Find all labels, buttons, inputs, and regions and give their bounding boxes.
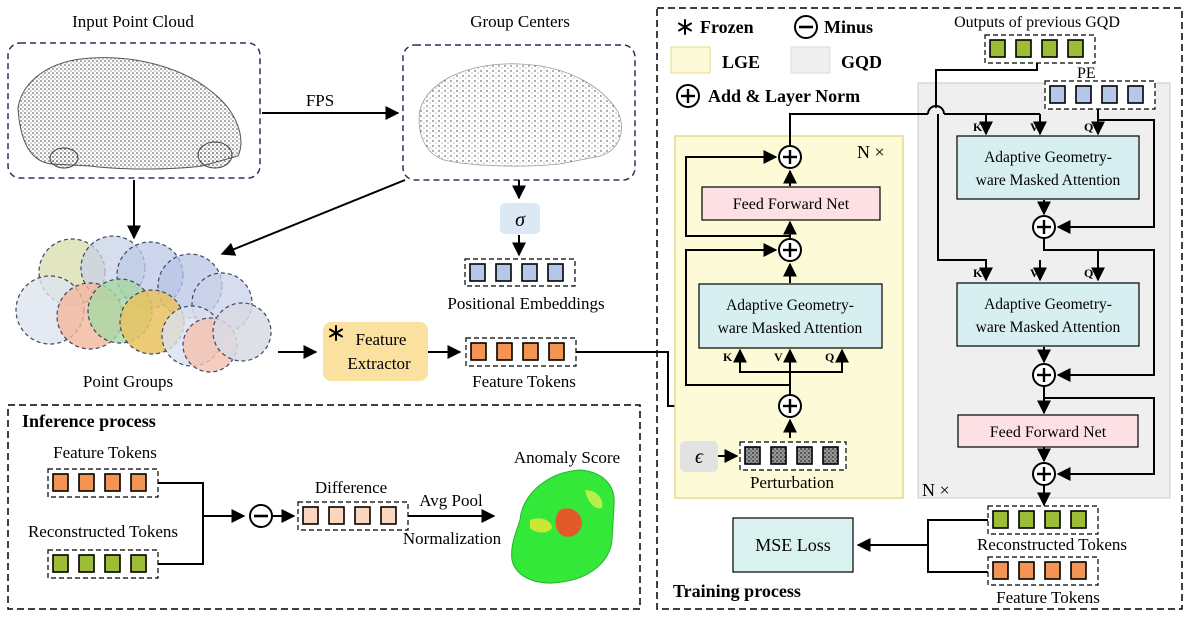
legend-frozen-label: Frozen <box>700 17 754 37</box>
pe-label: PE <box>1077 65 1096 82</box>
gqd-attention-1-label-1: Adaptive Geometry- <box>984 149 1112 166</box>
gqd-n-times-label: N × <box>922 480 950 500</box>
gqd2-v-label: V <box>1030 266 1039 280</box>
legend: Frozen Minus LGE GQD Add & Layer Norm <box>670 15 882 109</box>
legend-gqd-swatch <box>790 46 831 74</box>
gqd1-q-label: Q <box>1084 120 1093 134</box>
perturbation-label: Perturbation <box>750 473 835 492</box>
centers-to-groups-arrow <box>220 179 406 256</box>
lge-attention-label-2: ware Masked Attention <box>718 320 863 337</box>
gqd1-k-label: K <box>973 120 983 134</box>
lge-attention-label-1: Adaptive Geometry- <box>726 297 854 314</box>
pe-tokens <box>1044 80 1156 110</box>
difference-tokens <box>297 501 409 531</box>
mse-loss-label: MSE Loss <box>755 535 831 555</box>
training-recon-tokens <box>987 505 1099 535</box>
fps-label: FPS <box>306 91 334 110</box>
positional-embeddings-tokens <box>464 258 576 287</box>
gqd-feed-forward-label: Feed Forward Net <box>990 424 1107 441</box>
lge-feed-forward-box <box>701 186 881 221</box>
minus-operator-icon <box>249 504 273 528</box>
avg-pool-label: Avg Pool <box>419 491 483 510</box>
gqd-add-1-icon <box>1031 214 1057 240</box>
perturbation-tokens <box>739 441 847 471</box>
inference-recon-tokens <box>47 549 159 579</box>
gqd-attention-1-label-2: ware Masked Attention <box>976 172 1121 189</box>
legend-minus-icon <box>794 15 818 39</box>
difference-label: Difference <box>315 478 387 497</box>
training-panel <box>656 7 1183 610</box>
prev-gqd-tokens <box>984 34 1096 64</box>
legend-add-label: Add & Layer Norm <box>708 86 860 106</box>
gqd-attention-2-box <box>956 282 1140 347</box>
inference-feature-tokens <box>47 468 159 498</box>
input-point-cloud-title: Input Point Cloud <box>72 12 194 31</box>
point-groups-label: Point Groups <box>83 372 173 391</box>
training-feature-tokens <box>987 556 1099 586</box>
epsilon-box <box>680 441 718 472</box>
gqd-attention-1-box <box>956 135 1140 200</box>
lge-feed-forward-label: Feed Forward Net <box>733 196 850 213</box>
gqd-add-2-icon <box>1031 362 1057 388</box>
training-title: Training process <box>673 581 801 601</box>
gqd2-k-label: K <box>973 266 983 280</box>
input-point-cloud-panel: Input Point Cloud <box>7 12 261 179</box>
feature-extractor-label-2: Extractor <box>347 354 411 373</box>
legend-gqd-label: GQD <box>841 52 882 72</box>
point-groups-figure <box>15 235 272 373</box>
gqd2-q-label: Q <box>1084 266 1093 280</box>
legend-lge-swatch <box>670 46 711 74</box>
gqd1-v-label: V <box>1030 120 1039 134</box>
gqd-add-3-icon <box>1031 461 1057 487</box>
lge-n-times-label: N × <box>857 142 885 162</box>
lge-attention-box <box>698 283 883 349</box>
feature-tokens-label: Feature Tokens <box>472 372 576 391</box>
lge-add-top-icon <box>777 144 803 170</box>
inference-recon-tokens-label: Reconstructed Tokens <box>28 522 178 541</box>
sigma-label: σ <box>515 209 526 231</box>
gqd-feed-forward-box <box>957 414 1139 448</box>
outputs-prev-gqd-label: Outputs of previous GQD <box>954 14 1120 31</box>
gqd-attention-2-label-2: ware Masked Attention <box>976 319 1121 336</box>
gqd-attention-2-label-1: Adaptive Geometry- <box>984 296 1112 313</box>
group-centers-title: Group Centers <box>470 12 570 31</box>
training-recon-tokens-label: Reconstructed Tokens <box>977 535 1127 554</box>
group-centers-panel: Group Centers <box>402 12 636 181</box>
feature-extractor-label-1: Feature <box>356 330 407 349</box>
inference-panel: Inference process Feature Tokens Reconst… <box>7 404 641 610</box>
sigma-box <box>500 203 540 234</box>
inference-title: Inference process <box>22 411 156 431</box>
training-feature-tokens-label: Feature Tokens <box>996 588 1100 607</box>
epsilon-label: ϵ <box>695 446 704 468</box>
anomaly-score-label: Anomaly Score <box>514 448 620 467</box>
feature-tokens-main <box>465 337 577 367</box>
lge-add-bottom-icon <box>777 393 803 419</box>
inference-feature-tokens-label: Feature Tokens <box>53 443 157 462</box>
lge-q-label: Q <box>825 350 834 364</box>
legend-lge-label: LGE <box>722 52 760 72</box>
normalization-label: Normalization <box>403 529 502 548</box>
lge-k-label: K <box>723 350 733 364</box>
anomaly-score-heatmap <box>511 469 615 584</box>
legend-add-icon <box>675 83 701 109</box>
lge-add-mid-icon <box>777 237 803 263</box>
legend-minus-label: Minus <box>824 17 873 37</box>
feature-extractor-box <box>323 322 428 381</box>
lge-v-label: V <box>774 350 783 364</box>
mse-loss-box <box>732 517 854 573</box>
positional-embeddings-label: Positional Embeddings <box>447 294 604 313</box>
